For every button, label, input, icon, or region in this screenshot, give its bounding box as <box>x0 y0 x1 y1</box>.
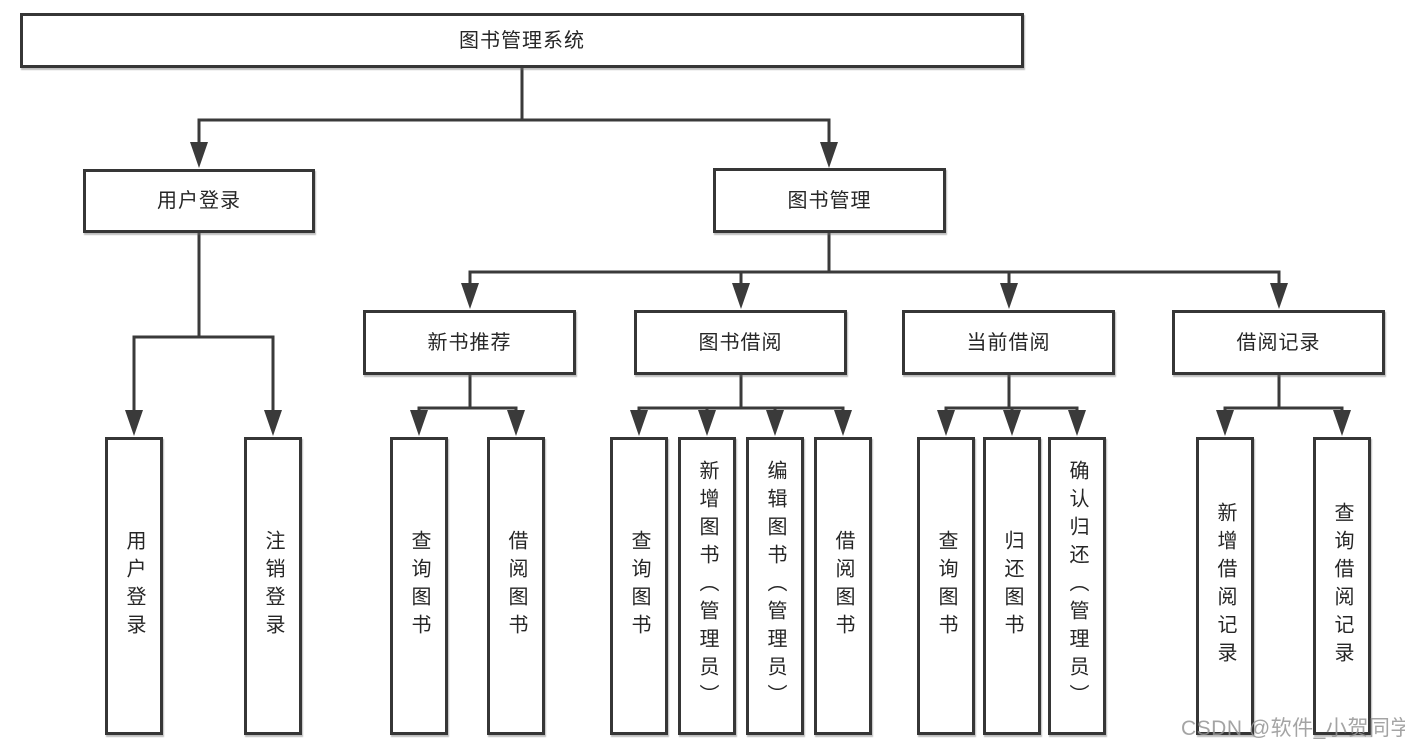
node-label: 归还图书 <box>1001 530 1023 642</box>
node-label: 新书推荐 <box>427 331 512 354</box>
leaf-current-return-books: 归还图书 <box>983 437 1041 735</box>
node-label: 编辑图书（管理员） <box>764 460 786 712</box>
leaf-current-query-books: 查询图书 <box>917 437 975 735</box>
node-user-login: 用户登录 <box>83 169 315 233</box>
leaf-logout-login: 注销登录 <box>244 437 302 735</box>
leaf-borrow-add-books-admin: 新增图书（管理员） <box>678 437 736 735</box>
node-label: 借阅图书 <box>505 530 527 642</box>
node-label: 借阅记录 <box>1236 331 1321 354</box>
node-label: 图书管理系统 <box>459 29 585 52</box>
leaf-current-confirm-return-admin: 确认归还（管理员） <box>1048 437 1106 735</box>
node-book-borrow: 图书借阅 <box>634 310 847 375</box>
leaf-borrow-edit-books-admin: 编辑图书（管理员） <box>746 437 804 735</box>
node-label: 新增借阅记录 <box>1214 502 1236 670</box>
leaf-borrow-query-books: 查询图书 <box>610 437 668 735</box>
node-book-management: 图书管理 <box>713 168 946 233</box>
node-label: 查询图书 <box>628 530 650 642</box>
node-new-book-recommend: 新书推荐 <box>363 310 576 375</box>
watermark: CSDN @软件_小贺同学 <box>1181 717 1405 740</box>
leaf-records-add-record: 新增借阅记录 <box>1196 437 1254 735</box>
leaf-user-login: 用户登录 <box>105 437 163 735</box>
node-label: 图书借阅 <box>698 331 783 354</box>
node-label: 图书管理 <box>787 189 872 212</box>
node-label: 当前借阅 <box>966 331 1051 354</box>
node-label: 查询图书 <box>935 530 957 642</box>
node-label: 确认归还（管理员） <box>1066 460 1088 712</box>
node-root: 图书管理系统 <box>20 13 1024 68</box>
leaf-records-query-record: 查询借阅记录 <box>1313 437 1371 735</box>
node-label: 查询图书 <box>408 530 430 642</box>
node-label: 用户登录 <box>157 190 241 212</box>
node-label: 新增图书（管理员） <box>696 460 718 712</box>
leaf-recommend-query-books: 查询图书 <box>390 437 448 735</box>
node-label: 注销登录 <box>262 530 284 642</box>
node-label: 查询借阅记录 <box>1331 502 1353 670</box>
node-label: 借阅图书 <box>832 530 854 642</box>
node-label: 用户登录 <box>123 530 145 642</box>
node-current-borrow: 当前借阅 <box>902 310 1115 375</box>
leaf-borrow-borrow-books: 借阅图书 <box>814 437 872 735</box>
arrowhead-icons <box>125 142 1351 436</box>
leaf-recommend-borrow-books: 借阅图书 <box>487 437 545 735</box>
node-borrow-records: 借阅记录 <box>1172 310 1385 375</box>
